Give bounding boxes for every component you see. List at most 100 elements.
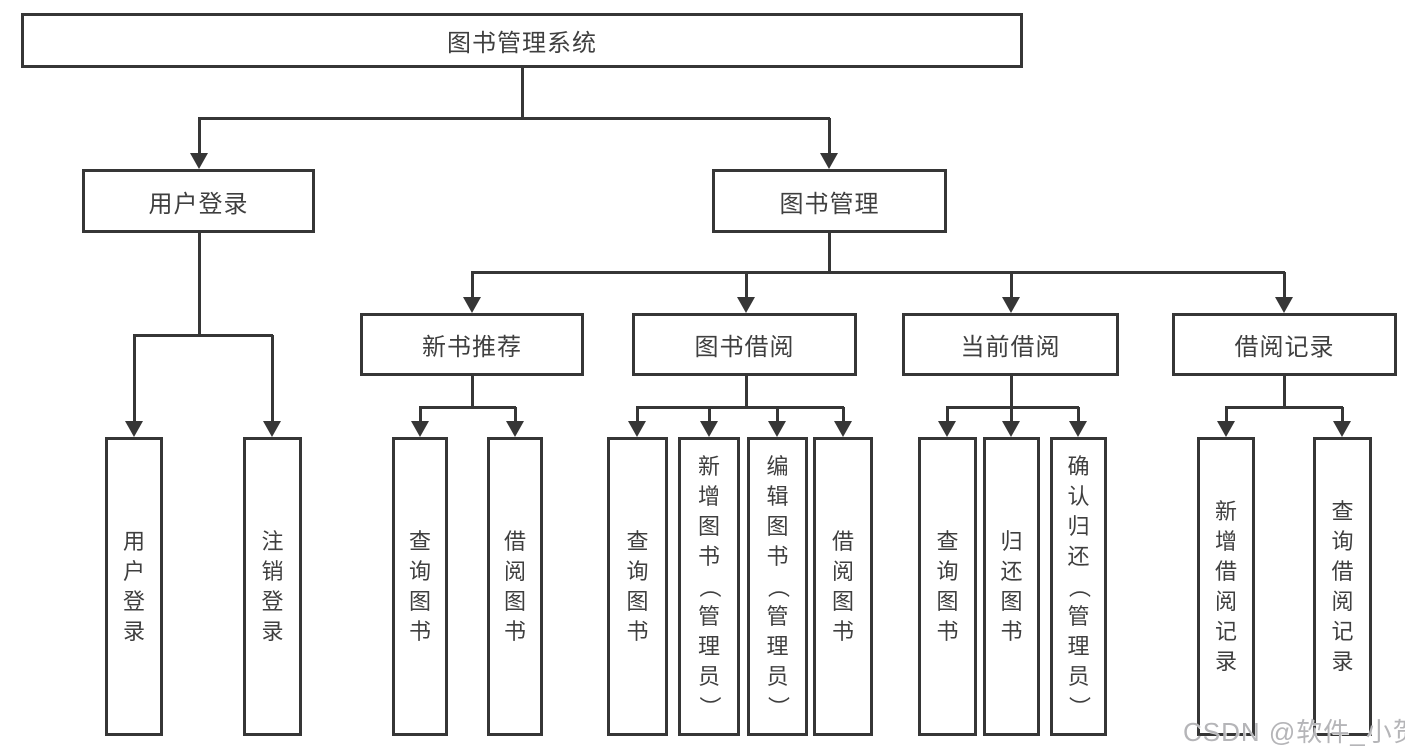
arrowhead-down-icon: [628, 421, 646, 437]
arrow-stem: [776, 407, 779, 423]
vertical-char: 书: [697, 543, 720, 569]
arrow-stem: [1077, 407, 1080, 423]
vertical-char: 编: [766, 453, 789, 479]
vertical-char: 借: [831, 528, 854, 554]
node-leaf-query-books-3: 查询图书: [918, 437, 977, 736]
arrow-stem: [1225, 407, 1228, 423]
vertical-char: ）: [1066, 695, 1092, 718]
arrowhead-down-icon: [190, 153, 208, 169]
arrowhead-down-icon: [768, 421, 786, 437]
arrow-stem: [946, 407, 949, 423]
arrowhead-down-icon: [1217, 421, 1235, 437]
vertical-char: 注: [261, 528, 284, 554]
arrow-stem: [133, 335, 136, 423]
vertical-char: 书: [408, 618, 431, 644]
arrowhead-down-icon: [1002, 297, 1020, 313]
vertical-char: ）: [765, 695, 791, 718]
node-leaf-query-books-2: 查询图书: [607, 437, 668, 736]
connector-line: [471, 376, 474, 407]
vertical-char: 确: [1067, 453, 1090, 479]
node-leaf-query-borrow-record: 查询借阅记录: [1313, 437, 1372, 736]
vertical-char: 增: [697, 483, 720, 509]
arrowhead-down-icon: [125, 421, 143, 437]
node-leaf-logout: 注销登录: [243, 437, 302, 736]
arrow-stem: [271, 335, 274, 423]
vertical-char: 归: [1067, 513, 1090, 539]
vertical-char: 录: [1214, 648, 1237, 674]
arrowhead-down-icon: [506, 421, 524, 437]
vertical-char: 还: [1067, 543, 1090, 569]
vertical-char: 查: [626, 528, 649, 554]
node-book-borrowing: 图书借阅: [632, 313, 857, 376]
connector-line: [198, 117, 830, 120]
vertical-char: 员: [766, 663, 789, 689]
vertical-char: 新: [1214, 498, 1237, 524]
vertical-char: 登: [122, 588, 145, 614]
node-leaf-confirm-return-admin: 确认归还（管理员）: [1050, 437, 1107, 736]
vertical-char: 图: [766, 513, 789, 539]
vertical-char: 归: [1000, 528, 1023, 554]
connector-line: [1283, 376, 1286, 407]
arrow-stem: [1010, 407, 1013, 423]
vertical-char: 管: [766, 603, 789, 629]
vertical-char: 管: [697, 603, 720, 629]
arrow-stem: [745, 272, 748, 299]
arrowhead-down-icon: [700, 421, 718, 437]
vertical-char: 还: [1000, 558, 1023, 584]
vertical-char: （: [1066, 575, 1092, 598]
node-leaf-return-books: 归还图书: [983, 437, 1040, 736]
vertical-char: 书: [766, 543, 789, 569]
arrow-stem: [1283, 272, 1286, 299]
arrow-stem: [1341, 407, 1344, 423]
vertical-char: 书: [626, 618, 649, 644]
vertical-char: 录: [1331, 648, 1354, 674]
watermark: CSDN @软件_小贺同学: [1183, 717, 1405, 747]
connector-line: [419, 406, 516, 409]
vertical-char: 理: [697, 633, 720, 659]
vertical-char: 查: [1331, 498, 1354, 524]
vertical-char: 询: [936, 558, 959, 584]
vertical-char: 书: [831, 618, 854, 644]
vertical-char: 阅: [831, 558, 854, 584]
arrowhead-down-icon: [1333, 421, 1351, 437]
connector-line: [745, 376, 748, 407]
arrow-stem: [842, 407, 845, 423]
node-user-login: 用户登录: [82, 169, 315, 233]
connector-line: [133, 334, 273, 337]
connector-line: [471, 271, 1285, 274]
node-leaf-add-books-admin: 新增图书（管理员）: [678, 437, 740, 736]
node-leaf-borrow-books-1: 借阅图书: [487, 437, 543, 736]
vertical-char: 辑: [766, 483, 789, 509]
arrow-stem: [708, 407, 711, 423]
node-current-borrowing: 当前借阅: [902, 313, 1119, 376]
vertical-char: 图: [831, 588, 854, 614]
vertical-char: 借: [503, 528, 526, 554]
arrow-stem: [198, 118, 201, 155]
connector-line: [521, 66, 524, 118]
vertical-char: 图: [626, 588, 649, 614]
connector-line: [828, 233, 831, 272]
vertical-char: 户: [122, 558, 145, 584]
vertical-char: 借: [1214, 558, 1237, 584]
node-leaf-query-books-1: 查询图书: [392, 437, 448, 736]
arrowhead-down-icon: [263, 421, 281, 437]
vertical-char: 阅: [1214, 588, 1237, 614]
connector-line: [1010, 376, 1013, 407]
vertical-char: 询: [626, 558, 649, 584]
arrowhead-down-icon: [463, 297, 481, 313]
vertical-char: 查: [936, 528, 959, 554]
vertical-char: 借: [1331, 558, 1354, 584]
arrowhead-down-icon: [1275, 297, 1293, 313]
arrow-stem: [419, 407, 422, 423]
vertical-char: 理: [766, 633, 789, 659]
node-book-management: 图书管理: [712, 169, 947, 233]
vertical-char: 图: [697, 513, 720, 539]
node-leaf-user-login: 用户登录: [105, 437, 163, 736]
vertical-char: 用: [122, 528, 145, 554]
arrowhead-down-icon: [938, 421, 956, 437]
vertical-char: 书: [936, 618, 959, 644]
arrowhead-down-icon: [1002, 421, 1020, 437]
vertical-char: 书: [1000, 618, 1023, 644]
node-library-management-system: 图书管理系统: [21, 13, 1023, 68]
